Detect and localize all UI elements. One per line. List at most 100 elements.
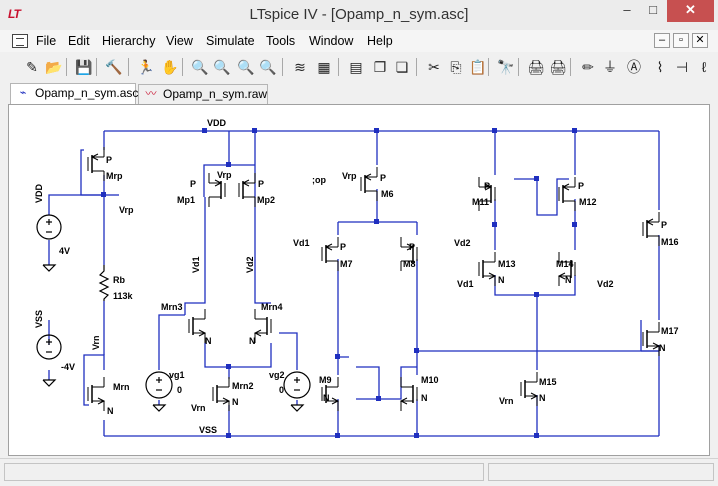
zoom-out-icon[interactable]: 🔍 bbox=[237, 59, 255, 75]
transistor-mrn2[interactable] bbox=[212, 376, 230, 412]
m16-type: P bbox=[661, 220, 667, 230]
tile-horizontal-icon[interactable]: ▤ bbox=[349, 59, 363, 75]
menu-hierarchy[interactable]: Hierarchy bbox=[102, 34, 156, 48]
transistor-mrn3[interactable] bbox=[188, 308, 206, 344]
label-net-icon[interactable]: Ⓐ bbox=[627, 59, 641, 75]
source-vdd[interactable] bbox=[36, 214, 62, 272]
schematic-tab-icon: ⌁ bbox=[19, 87, 27, 99]
menu-help[interactable]: Help bbox=[367, 34, 393, 48]
menu-edit[interactable]: Edit bbox=[68, 34, 90, 48]
toolbar-separator bbox=[570, 58, 571, 76]
junctions bbox=[101, 128, 577, 438]
inductor-icon[interactable]: ℓ bbox=[701, 59, 707, 75]
m6-type: P bbox=[380, 173, 386, 183]
net-label-vdd: VDD bbox=[207, 118, 227, 128]
net-label-vd2: Vd2 bbox=[245, 256, 255, 273]
mrn4-type: N bbox=[249, 336, 256, 346]
tab-schematic-label: Opamp_n_sym.asc bbox=[35, 86, 139, 100]
mrn4-name: Mrn4 bbox=[261, 302, 283, 312]
ltspice-logo-icon[interactable]: LT bbox=[8, 7, 21, 21]
menu-tools[interactable]: Tools bbox=[266, 34, 296, 48]
m15-type: N bbox=[539, 393, 546, 403]
schematic-drawing: VDD VSS Vrp Vrn Vrp Vd1 Vd2 Vd1 Vd2 Vd1 … bbox=[34, 118, 679, 438]
transistor-mrp[interactable] bbox=[87, 146, 105, 182]
draw-wire-icon[interactable]: ✏ bbox=[582, 59, 594, 75]
toolbar: ✎📂💾🔨🏃✋🔍🔍🔍🔍≋▦▤❐❏✂⎘📋🔭🖨🖨✏⏚Ⓐ⌇⊣ℓ bbox=[0, 52, 718, 83]
print-icon[interactable]: 🖨 bbox=[549, 59, 567, 75]
resistor-icon[interactable]: ⌇ bbox=[656, 59, 664, 75]
resistor-rb[interactable] bbox=[98, 265, 110, 301]
m13-name: M13 bbox=[498, 259, 516, 269]
menu-file[interactable]: File bbox=[36, 34, 57, 48]
net-label-vd2-b: Vd2 bbox=[597, 279, 614, 289]
mrn-name: Mrn bbox=[113, 382, 130, 392]
m16-name: M16 bbox=[661, 237, 679, 247]
mrn-type: N bbox=[107, 406, 114, 416]
new-schematic-icon[interactable]: ✎ bbox=[26, 59, 38, 75]
maximize-button[interactable]: □ bbox=[649, 2, 657, 17]
menu-bar: File Edit Hierarchy View Simulate Tools … bbox=[0, 30, 718, 52]
zoom-in-icon[interactable]: 🔍 bbox=[191, 59, 209, 75]
status-info-cell bbox=[488, 463, 714, 481]
tab-schematic[interactable]: ⌁ Opamp_n_sym.asc bbox=[10, 83, 139, 105]
spice-op-directive[interactable]: ;op bbox=[312, 175, 326, 185]
m14-type: N bbox=[565, 275, 572, 285]
transistor-m6[interactable] bbox=[360, 166, 378, 202]
close-button[interactable]: ✕ bbox=[667, 0, 714, 22]
source-vss[interactable] bbox=[36, 334, 62, 387]
save-icon[interactable]: 💾 bbox=[75, 59, 93, 75]
autorange-icon[interactable]: ≋ bbox=[294, 59, 306, 75]
close-window-icon[interactable]: ❏ bbox=[395, 59, 409, 75]
net-label-vrn: Vrn bbox=[91, 335, 101, 350]
mdi-minimize-button[interactable]: – bbox=[654, 33, 670, 48]
menu-view[interactable]: View bbox=[166, 34, 193, 48]
cascade-icon[interactable]: ❐ bbox=[373, 59, 387, 75]
transistor-mrn4[interactable] bbox=[254, 308, 272, 344]
tab-waveform[interactable]: 〰 Opamp_n_sym.raw bbox=[138, 84, 268, 104]
mdi-restore-button[interactable]: ▫ bbox=[673, 33, 689, 48]
source-vg2[interactable] bbox=[283, 371, 311, 412]
run-icon[interactable]: 🏃 bbox=[137, 59, 155, 75]
m12-type: P bbox=[578, 181, 584, 191]
net-label-vd1-in: Vd1 bbox=[293, 238, 310, 248]
source-vg1[interactable] bbox=[145, 371, 173, 412]
copy-icon[interactable]: ⎘ bbox=[450, 59, 462, 75]
menu-simulate[interactable]: Simulate bbox=[206, 34, 255, 48]
m10-name: M10 bbox=[421, 375, 439, 385]
capacitor-icon[interactable]: ⊣ bbox=[675, 59, 689, 75]
transistor-m13[interactable] bbox=[478, 251, 496, 287]
transistor-m7[interactable] bbox=[321, 236, 339, 272]
minimize-button[interactable]: – bbox=[623, 2, 631, 17]
menu-window[interactable]: Window bbox=[309, 34, 354, 48]
open-folder-icon[interactable]: 📂 bbox=[45, 59, 63, 75]
transistor-m10[interactable] bbox=[400, 376, 418, 412]
m10-type: N bbox=[421, 393, 428, 403]
find-icon[interactable]: 🔭 bbox=[497, 59, 515, 75]
control-panel-icon[interactable]: 🔨 bbox=[105, 59, 123, 75]
ground-icon[interactable]: ⏚ bbox=[603, 59, 617, 75]
schematic-canvas[interactable]: VDD VSS Vrp Vrn Vrp Vd1 Vd2 Vd1 Vd2 Vd1 … bbox=[8, 104, 710, 456]
pan-hand-icon[interactable]: ✋ bbox=[161, 59, 179, 75]
net-label-vrn-3: Vrn bbox=[499, 396, 514, 406]
m8-name: M8 bbox=[403, 259, 416, 269]
transistor-mp2[interactable] bbox=[238, 172, 256, 208]
source-vss-value: -4V bbox=[61, 362, 75, 372]
transistor-m12[interactable] bbox=[558, 176, 576, 212]
transistor-mrn[interactable] bbox=[87, 376, 105, 412]
zoom-fit-icon[interactable]: 🔍 bbox=[259, 59, 277, 75]
net-label-vd1: Vd1 bbox=[191, 256, 201, 273]
transistor-m16[interactable] bbox=[642, 211, 660, 247]
fft-icon[interactable]: ▦ bbox=[317, 59, 331, 75]
schematic-doc-icon[interactable] bbox=[12, 34, 28, 48]
mrp-name: Mrp bbox=[106, 171, 123, 181]
paste-icon[interactable]: 📋 bbox=[469, 59, 487, 75]
transistor-m15[interactable] bbox=[520, 371, 538, 407]
cut-icon[interactable]: ✂ bbox=[428, 59, 440, 75]
m9-name: M9 bbox=[319, 375, 332, 385]
mdi-close-button[interactable]: ✕ bbox=[692, 33, 708, 48]
source-vg2-name: vg2 bbox=[269, 370, 285, 380]
print-setup-icon[interactable]: 🖨 bbox=[527, 59, 545, 75]
net-label-vrn-2: Vrn bbox=[191, 403, 206, 413]
waveform-tab-icon: 〰 bbox=[145, 88, 157, 100]
zoom-pan-icon[interactable]: 🔍 bbox=[213, 59, 231, 75]
